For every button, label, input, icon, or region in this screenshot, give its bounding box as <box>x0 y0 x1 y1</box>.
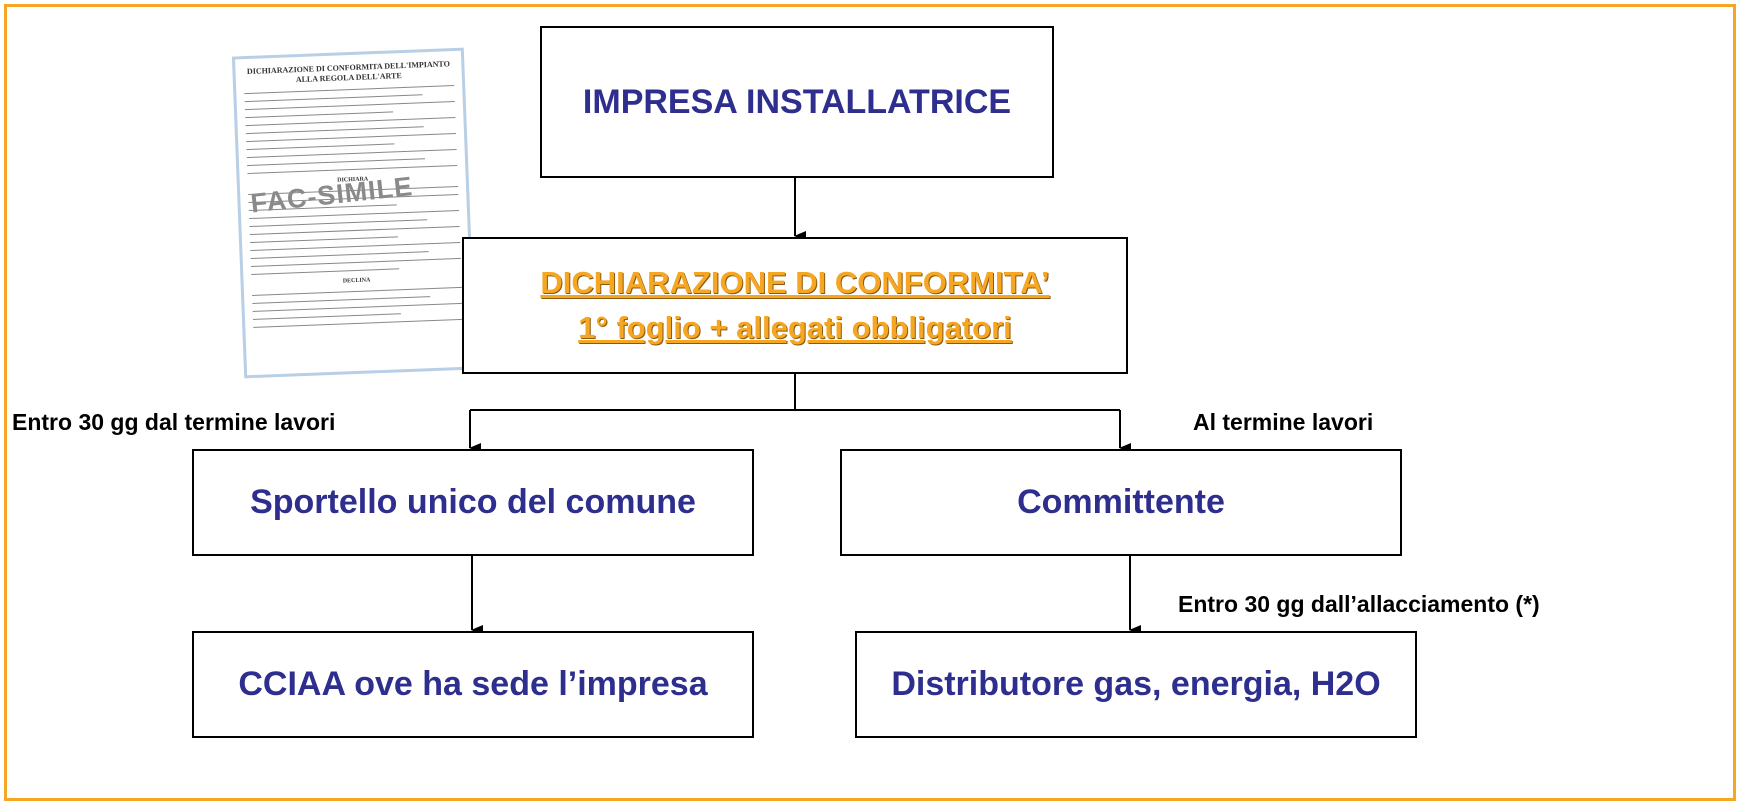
document-section-declina: DECLINA <box>342 277 371 285</box>
dichiarazione-subtitle: 1° foglio + allegati obbligatori <box>578 309 1012 345</box>
box-distributore: Distributore gas, energia, H2O <box>855 631 1417 738</box>
label-right-lower: Entro 30 gg dall’allacciamento (*) <box>1178 591 1540 617</box>
box-committente: Committente <box>840 449 1402 556</box>
page-frame <box>4 4 1736 801</box>
box-sportello-unico: Sportello unico del comune <box>192 449 754 556</box>
box-distributore-label: Distributore gas, energia, H2O <box>891 665 1381 703</box>
box-impresa-installatrice: IMPRESA INSTALLATRICE <box>540 26 1054 178</box>
document-thumbnail: DICHIARAZIONE DI CONFORMITA DELL'IMPIANT… <box>231 47 477 379</box>
label-left-branch: Entro 30 gg dal termine lavori <box>12 409 336 435</box>
box-impresa-label: IMPRESA INSTALLATRICE <box>582 82 1012 121</box>
box-cciaa: CCIAA ove ha sede l’impresa <box>192 631 754 738</box>
box-cciaa-label: CCIAA ove ha sede l’impresa <box>238 665 708 703</box>
dichiarazione-title: DICHIARAZIONE DI CONFORMITA’ <box>540 264 1050 300</box>
label-right-branch: Al termine lavori <box>1193 409 1374 435</box>
box-sportello-label: Sportello unico del comune <box>250 483 696 521</box>
box-committente-label: Committente <box>1017 483 1225 521</box>
document-title: DICHIARAZIONE DI CONFORMITA DELL'IMPIANT… <box>246 59 451 84</box>
box-dichiarazione-conformita: DICHIARAZIONE DI CONFORMITA’ 1° foglio +… <box>462 237 1128 374</box>
